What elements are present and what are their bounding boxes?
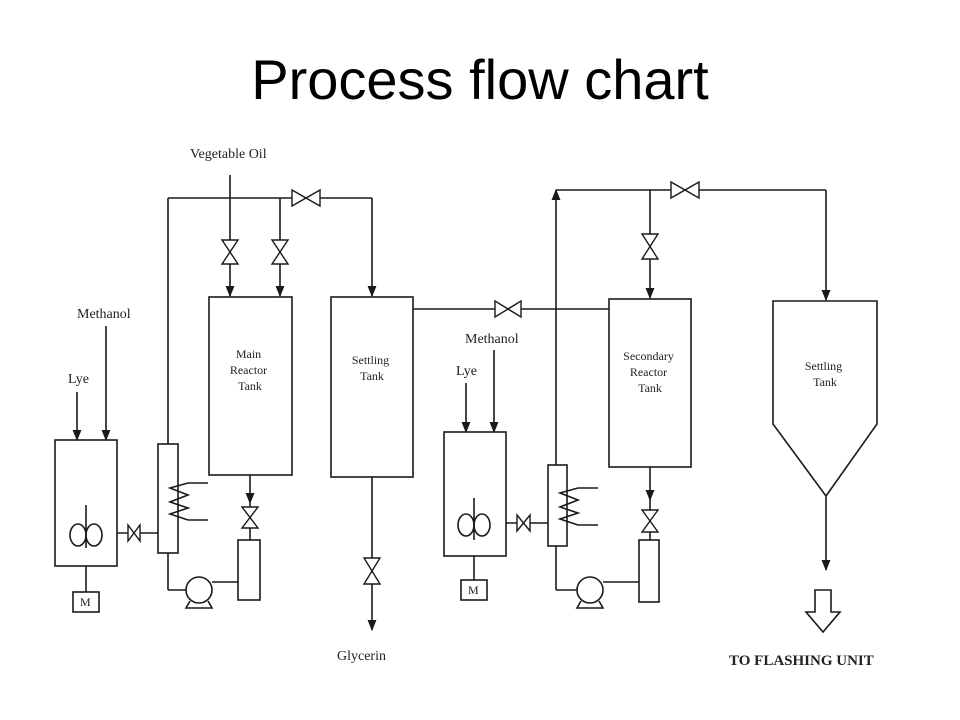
valve-recycle-inlet bbox=[270, 239, 290, 265]
lye-label-1: Lye bbox=[68, 372, 89, 387]
main-reactor-tank bbox=[208, 296, 293, 476]
valve-secondary-outlet bbox=[640, 509, 660, 533]
methanol-label-2: Methanol bbox=[465, 332, 519, 347]
pump-1 bbox=[167, 553, 238, 609]
to-flashing-unit-label: TO FLASHING UNIT bbox=[729, 653, 874, 669]
valve-glycerin-outlet bbox=[362, 557, 382, 585]
motor-1 bbox=[72, 591, 100, 613]
methanol-label-1: Methanol bbox=[77, 307, 131, 322]
motor-2-label: M bbox=[468, 583, 479, 597]
secondary-reactor-label: Secondary Reactor Tank bbox=[623, 349, 677, 395]
filter-vessel-1 bbox=[237, 539, 261, 601]
glycerin-label: Glycerin bbox=[337, 649, 386, 664]
valve-main-reactor-outlet bbox=[240, 506, 260, 529]
valve-tank1-outlet bbox=[127, 522, 141, 544]
motor-1-label: M bbox=[80, 595, 91, 609]
pump-2 bbox=[555, 546, 639, 609]
vegetable-oil-label: Vegetable Oil bbox=[190, 147, 267, 162]
heat-exchanger-1 bbox=[157, 443, 208, 554]
lye-label-2: Lye bbox=[456, 364, 477, 379]
valve-secondary-inlet bbox=[640, 233, 660, 260]
outlet-arrow bbox=[804, 589, 842, 634]
filter-vessel-2 bbox=[638, 539, 660, 603]
page-title: Process flow chart bbox=[251, 48, 709, 111]
valve-oil-inlet bbox=[220, 239, 240, 265]
settling-tank-2 bbox=[772, 300, 878, 498]
settling-tank-2-label: Settling Tank bbox=[805, 359, 845, 389]
secondary-reactor-tank bbox=[608, 298, 692, 468]
valve-mid-line bbox=[494, 299, 522, 319]
valve-tank2-outlet bbox=[516, 513, 531, 533]
heat-exchanger-2 bbox=[547, 464, 598, 547]
valve-top-line-2 bbox=[670, 180, 700, 200]
valve-top-line-1 bbox=[291, 188, 321, 208]
settling-tank-1 bbox=[330, 296, 414, 478]
motor-2 bbox=[460, 579, 488, 601]
main-reactor-label: Main Reactor Tank bbox=[230, 347, 270, 393]
mixing-tank-1 bbox=[54, 439, 118, 613]
settling-tank-1-label: Settling Tank bbox=[352, 353, 392, 383]
mixing-tank-2 bbox=[443, 431, 507, 601]
